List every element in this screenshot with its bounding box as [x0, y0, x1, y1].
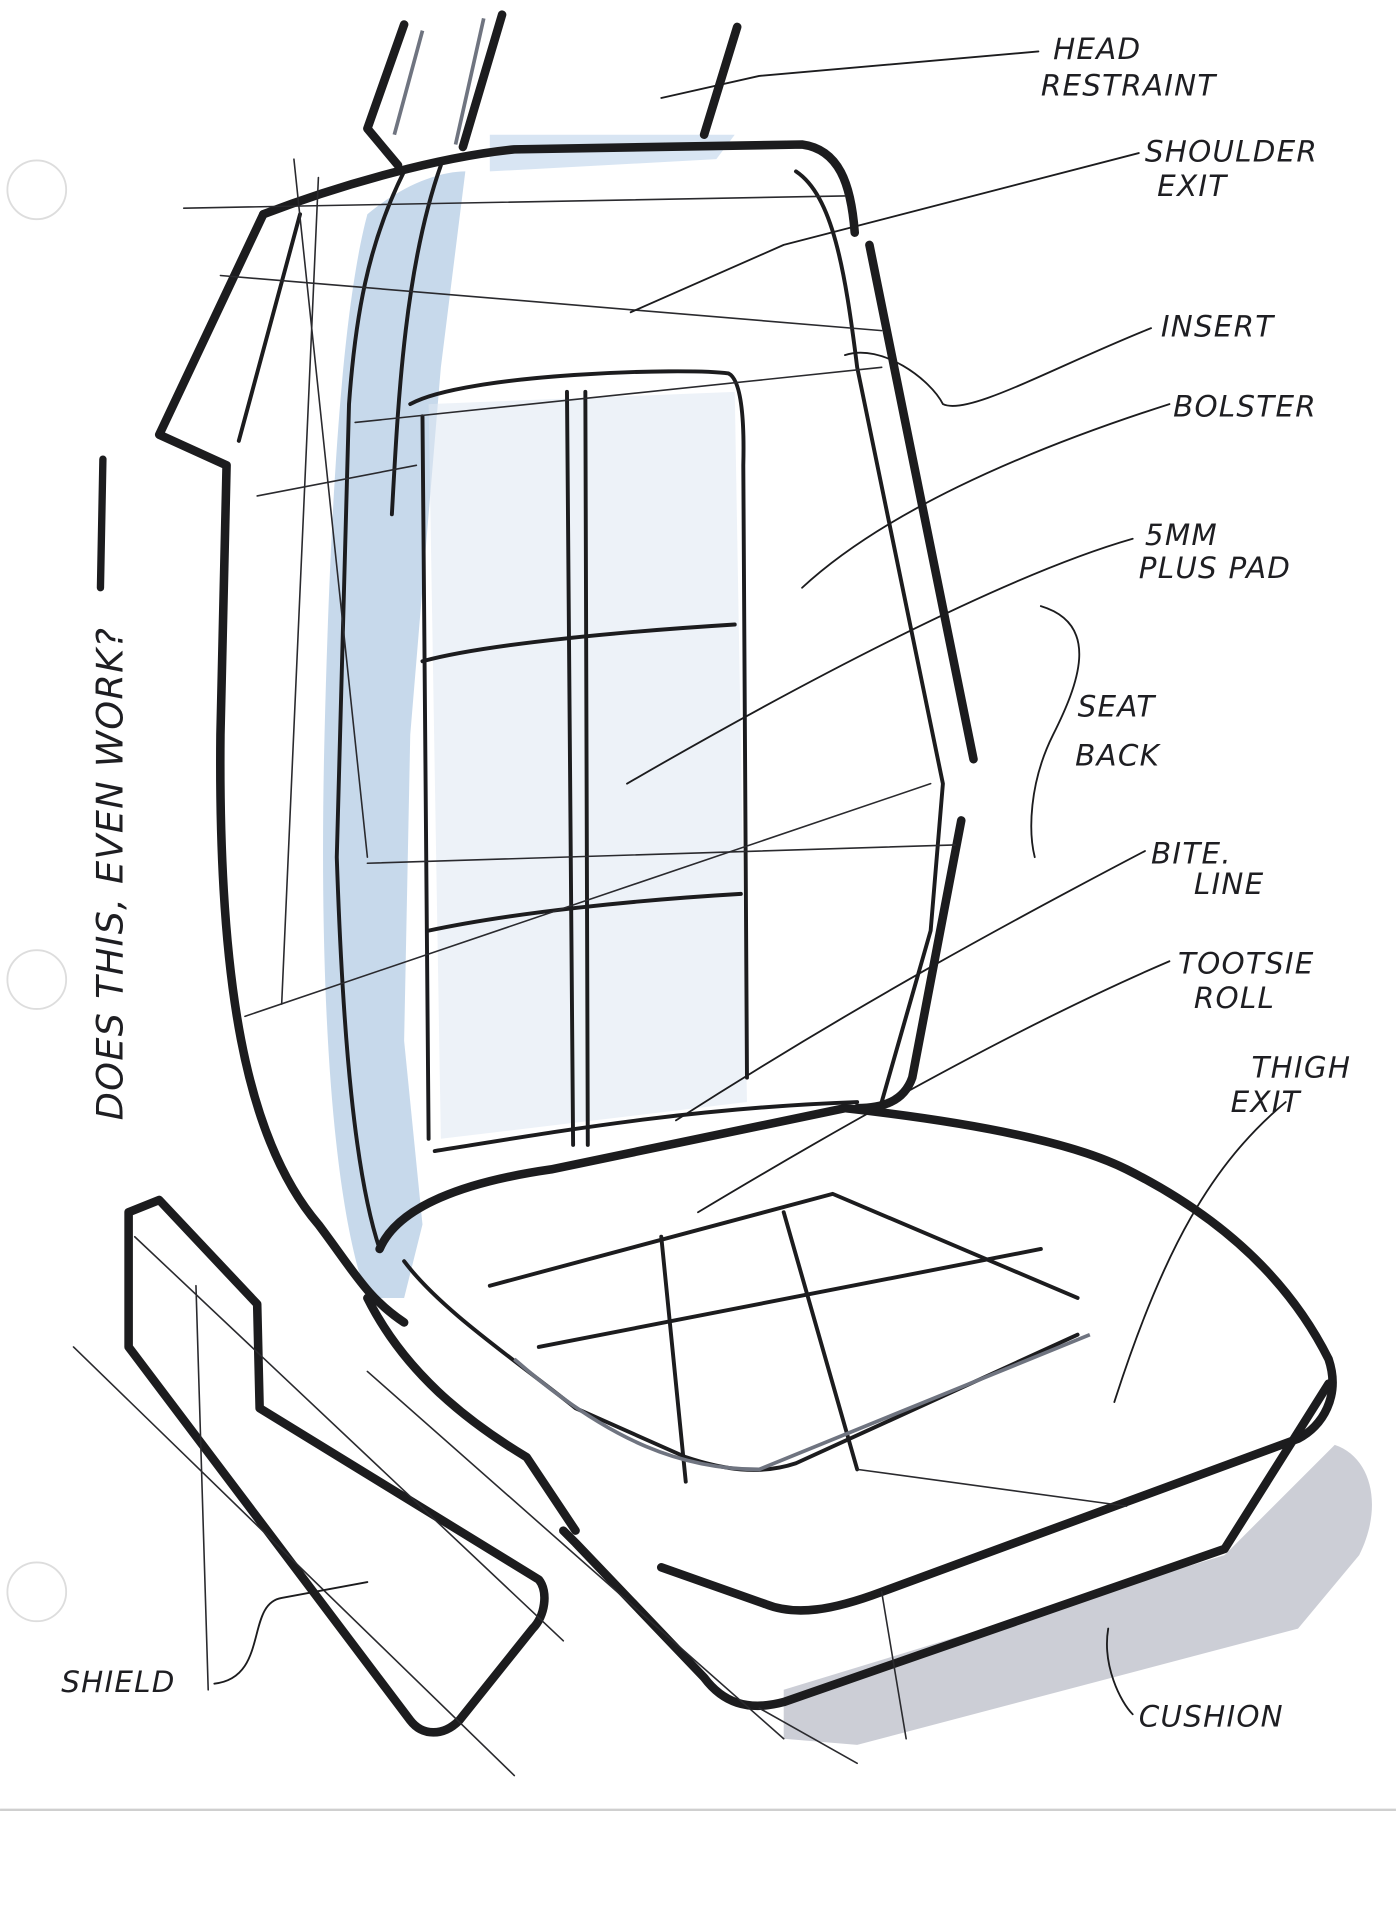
label-head-restraint-2: RESTRAINT [1041, 69, 1217, 103]
margin-note-underline [96, 455, 107, 592]
leader-lines [213, 50, 1287, 1716]
label-shoulder-exit-2: EXIT [1157, 169, 1228, 203]
shield [72, 1195, 565, 1777]
binder-holes [6, 159, 68, 1623]
label-tootsie-roll-2: ROLL [1194, 981, 1275, 1015]
label-shield: SHIELD [61, 1665, 175, 1699]
label-bite-line-2: LINE [1194, 867, 1264, 901]
label-thigh-exit-2: EXIT [1231, 1085, 1302, 1119]
label-tootsie-roll-1: TOOTSIE [1178, 946, 1315, 980]
label-shoulder-exit-1: SHOULDER [1145, 135, 1318, 169]
label-pad-1: 5MM [1145, 518, 1218, 552]
callout-labels: HEAD RESTRAINT SHOULDER EXIT INSERT BOLS… [61, 32, 1351, 1734]
label-seat-back-2: BACK [1075, 738, 1161, 772]
label-bite-line-1: BITE. [1151, 836, 1232, 870]
label-thigh-exit-1: THIGH [1251, 1051, 1351, 1085]
label-seat-back-1: SEAT [1078, 689, 1157, 723]
head-restraint [363, 10, 742, 170]
seat-cushion [363, 1103, 1337, 1765]
cushion-shadow [783, 1444, 1372, 1745]
label-bolster: BOLSTER [1173, 389, 1317, 423]
label-pad-2: PLUS PAD [1139, 551, 1291, 585]
label-insert: INSERT [1161, 310, 1275, 344]
label-head-restraint-1: HEAD [1053, 32, 1141, 66]
margin-note: DOES THIS, EVEN WORK? [88, 627, 131, 1121]
label-cushion: CUSHION [1139, 1700, 1284, 1734]
